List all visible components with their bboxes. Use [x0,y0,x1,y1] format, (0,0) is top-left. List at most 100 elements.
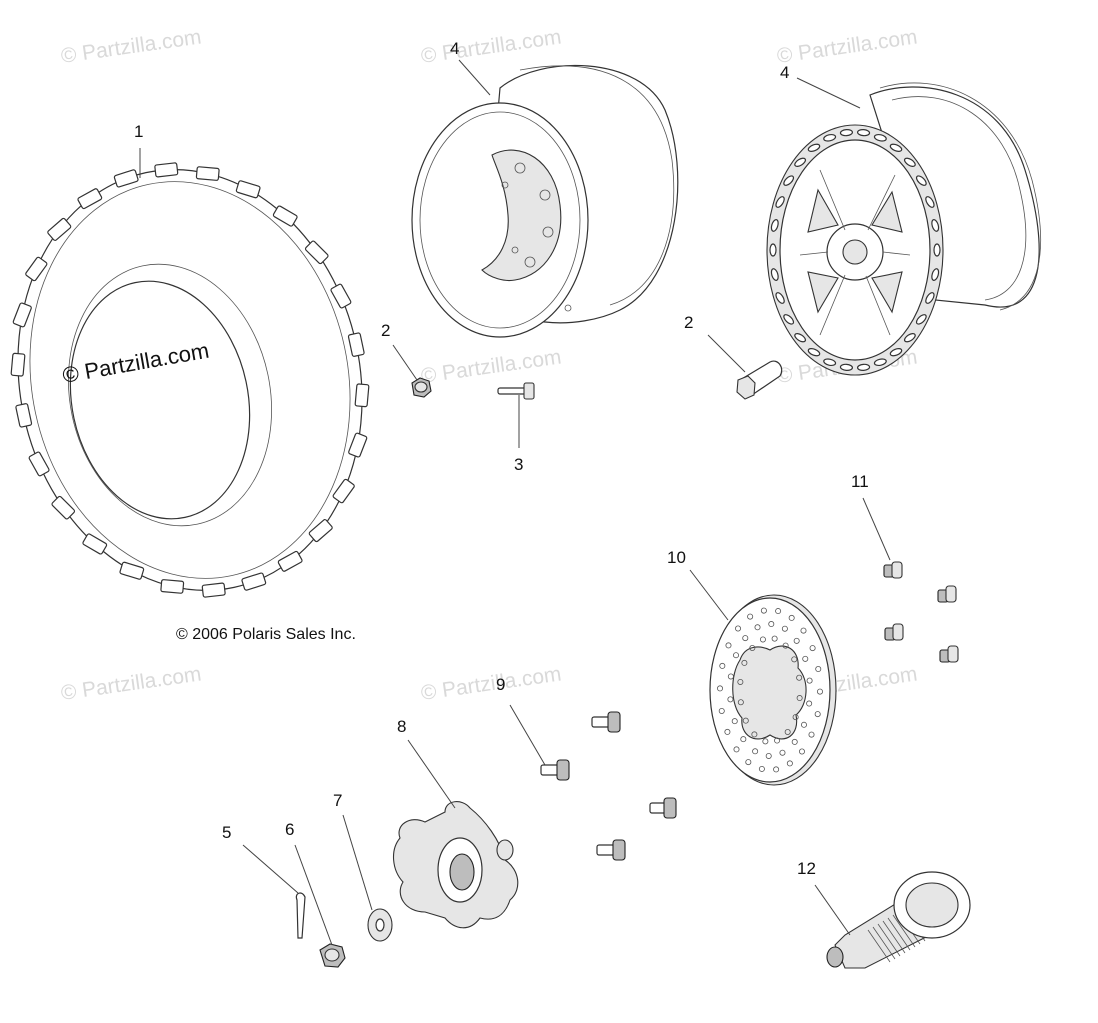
rim-hole [931,268,940,281]
tread-block [82,533,108,555]
disc-hole [796,695,803,702]
tread-block [241,572,267,591]
disc-screw [883,561,903,579]
callout-12: 12 [797,859,816,878]
rim-hole [823,358,837,367]
rim-hole [794,333,807,343]
disc-hole [727,673,734,680]
spline-groove [892,914,916,948]
rim-hole [856,363,871,371]
rim-hole [807,348,821,357]
rim-hole [915,175,927,186]
rim-hole [889,143,903,152]
disc-hole [724,728,731,735]
disc-hole [814,711,821,718]
disc-hole [768,621,775,628]
cotter-pin [295,892,306,939]
tread-block [25,256,48,282]
callout-7: 7 [333,791,342,810]
disc-hole [771,635,778,642]
disc-screw [884,623,904,641]
disc-hole [798,748,805,755]
tread-block [51,495,76,520]
hub-bolts [540,711,677,861]
tread-block [304,240,329,265]
wheel-hub [393,801,519,929]
disc-hole [806,700,813,707]
disc-hole [782,642,789,649]
rim-hole [775,196,785,208]
disc-hole [733,652,740,659]
rim-bead-holes [769,129,941,371]
watermark: © Partzilla.com [59,662,202,704]
watermark: © Partzilla.com [419,25,562,67]
callout-8: 8 [397,717,406,736]
disc-hole [773,766,780,773]
disc-hole [760,607,767,614]
rim-hole [823,133,837,142]
leader-lines [139,59,891,946]
disc-hole [742,635,749,642]
rim-hole [856,129,871,137]
hub-bolt [596,839,626,861]
tread-block [201,582,226,598]
rim-hole [783,175,795,186]
watermark: © Partzilla.com [419,662,562,704]
disc-hole [742,717,749,724]
rim-hole [770,219,779,232]
callout-11: 11 [851,472,869,491]
lug-nut-cap [736,360,783,400]
disc-hole [800,627,807,634]
disc-hole [788,614,795,621]
disc-hole [779,749,786,756]
disc-hole [752,748,759,755]
disc-hole [719,662,726,669]
rim-hole [770,268,779,281]
disc-hole [740,736,747,743]
rim-hole [903,157,916,167]
disc-hole [759,636,766,643]
callout-2-lug-nut-cap: 2 [684,313,693,332]
rim-hole [783,314,795,325]
lug-nut-small [411,377,432,398]
disc-hole [774,737,781,744]
rim-hole [807,143,821,152]
callout-1: 1 [134,122,143,141]
disc-hole [775,608,782,615]
wheel-rim-cast [766,82,1042,376]
tread-block [347,332,365,357]
disc-screws [883,561,959,663]
tread-block [113,169,139,188]
spline-groove [872,926,896,960]
rim-hole [925,196,935,208]
disc-hole [725,642,732,649]
disc-hole [737,699,744,706]
rim-hole [873,358,887,367]
callout-3: 3 [514,455,523,474]
disc-screw [939,645,959,663]
rim-hole [794,157,807,167]
spline-groove [877,923,901,957]
disc-hole [765,752,772,759]
disc-hole [781,625,788,632]
disc-hole [802,655,809,662]
tread-block [28,451,50,477]
disc-hole [747,613,754,620]
tread-block [308,519,333,543]
rim-hole [931,219,940,232]
disc-screw [937,585,957,603]
rim-hole [925,292,935,304]
hub-bolt [540,759,570,781]
spline-groove [867,929,891,963]
disc-hole [733,746,740,753]
disc-hole [749,644,756,651]
disc-hole [727,696,734,703]
tread-block [272,205,298,227]
callout-9: 9 [496,675,505,694]
tread-block [119,561,145,580]
wheel-stud [497,382,535,400]
watermark: © Partzilla.com [59,25,202,67]
callout-4-rim-right: 4 [780,63,789,82]
tread-block [354,383,370,408]
disc-hole [815,666,822,673]
